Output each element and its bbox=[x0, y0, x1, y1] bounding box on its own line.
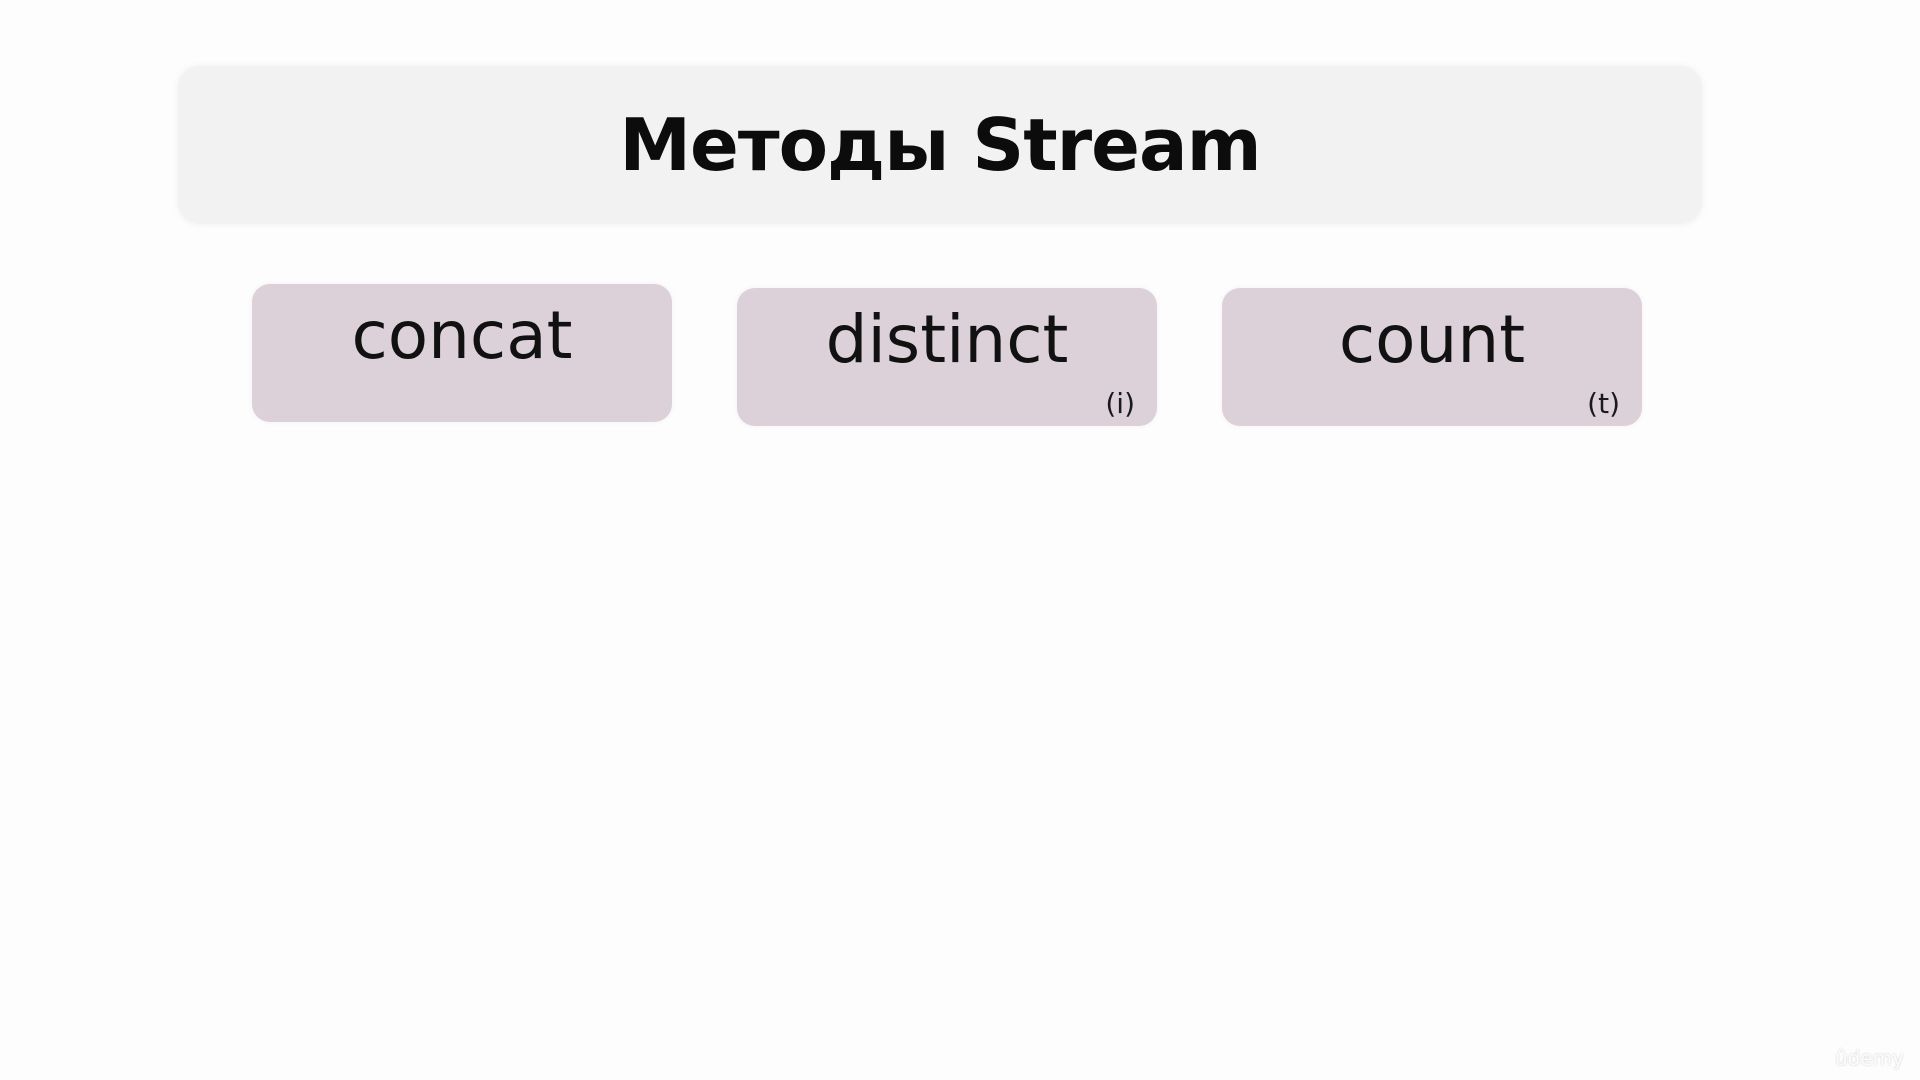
method-name: count bbox=[1338, 301, 1526, 378]
slide-title-banner: Методы Stream bbox=[178, 66, 1702, 224]
method-card-distinct: distinct (i) bbox=[737, 288, 1157, 426]
method-card-count: count (t) bbox=[1222, 288, 1642, 426]
method-name: distinct bbox=[825, 301, 1069, 378]
method-card-concat: concat bbox=[252, 284, 672, 422]
slide-title: Методы Stream bbox=[619, 103, 1261, 187]
method-type-tag: (i) bbox=[1105, 387, 1135, 420]
method-type-tag: (t) bbox=[1587, 387, 1620, 420]
udemy-watermark-logo: ûdemy bbox=[1835, 1046, 1904, 1070]
method-name: concat bbox=[351, 297, 573, 374]
